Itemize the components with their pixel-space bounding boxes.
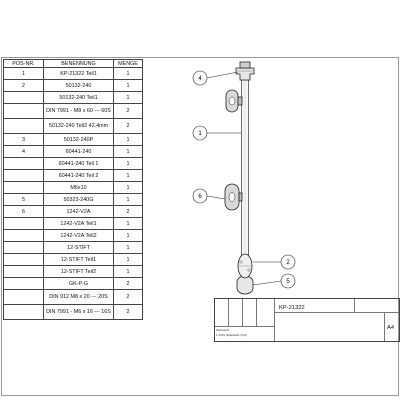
- tb-description-cell: [275, 313, 385, 341]
- material-value: 1.4301 (Edelstahl V2A): [216, 333, 247, 337]
- balloon-2-label: 2: [286, 260, 290, 266]
- drawing-number: KP-21322: [279, 305, 305, 311]
- tb-revision-column: [215, 299, 229, 327]
- sheet-format: A4: [387, 325, 395, 331]
- tb-project-cell: [355, 299, 399, 313]
- balloon-6: 6: [192, 188, 208, 204]
- menge-cell: 2: [113, 304, 143, 320]
- title-block: KP-21322 Werkstoff 1.4301 (Edelstahl V2A…: [214, 298, 400, 342]
- sheet-frame: [1, 57, 399, 396]
- base-plate: [236, 253, 254, 295]
- material-label: Werkstoff: [216, 328, 229, 332]
- balloon-5-label: 5: [286, 279, 290, 285]
- tb-revision-column-2: [229, 299, 243, 327]
- tb-revision-column-3: [243, 299, 257, 327]
- upper-bracket: [225, 89, 243, 113]
- lower-bracket: [224, 183, 243, 211]
- balloon-1-label: 1: [198, 131, 202, 137]
- balloon-5: 5: [280, 273, 296, 289]
- top-saddle: [235, 61, 255, 81]
- balloon-4: 4: [192, 70, 208, 86]
- tb-format-cell: A4: [385, 313, 399, 341]
- tb-revision-column-4: [257, 299, 275, 327]
- balloon-1: 1: [192, 125, 208, 141]
- leader-lines: [206, 71, 282, 286]
- balloon-2: 2: [280, 254, 296, 270]
- balloon-4-label: 4: [198, 76, 202, 82]
- tb-material-cell: Werkstoff 1.4301 (Edelstahl V2A): [215, 327, 275, 341]
- tb-drawing-no-cell: KP-21322: [275, 299, 355, 313]
- balloon-6-label: 6: [198, 194, 202, 200]
